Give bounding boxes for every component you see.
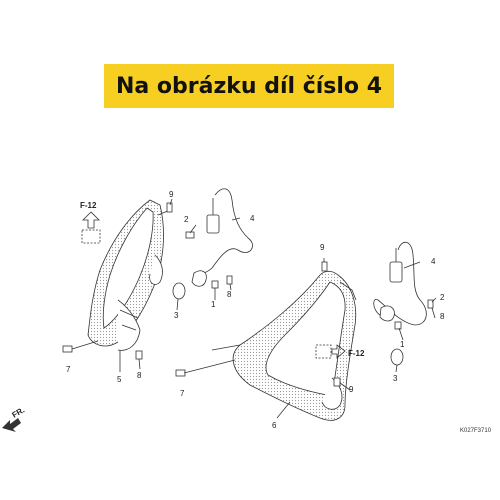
- right-screw-9: [321, 261, 328, 272]
- right-label-6: 6: [272, 421, 277, 430]
- left-screw-2: [185, 231, 195, 239]
- left-label-7: 7: [66, 365, 71, 374]
- left-label-3: 3: [174, 311, 179, 320]
- right-grommet-1: [394, 321, 402, 330]
- right-label-9b: 9: [349, 385, 354, 394]
- right-label-4: 4: [431, 257, 436, 266]
- left-label-4: 4: [250, 214, 255, 223]
- up-arrow-icon: [82, 211, 100, 229]
- left-wire-harness: [195, 188, 253, 283]
- right-screw-9b: [333, 377, 341, 387]
- right-wire-harness: [373, 241, 427, 326]
- title-banner: Na obrázku díl číslo 4: [104, 64, 394, 108]
- right-lamp-lens: [265, 281, 346, 397]
- right-label-9: 9: [320, 243, 325, 252]
- left-bulb-socket-3: [172, 282, 186, 300]
- left-ref-label: F-12: [80, 201, 97, 210]
- right-connector-4: [389, 261, 403, 283]
- right-label-1: 1: [400, 340, 405, 349]
- right-label-7: 7: [180, 389, 185, 398]
- right-bulb-socket-3: [390, 348, 404, 366]
- drawing-code: K027F3710: [460, 428, 492, 434]
- front-direction-marker: FR.: [2, 405, 26, 432]
- left-label-8b: 8: [137, 371, 142, 380]
- right-label-2: 2: [440, 293, 445, 302]
- front-label: FR.: [11, 405, 27, 419]
- left-reference-marker: F-12: [80, 201, 101, 244]
- left-label-2: 2: [184, 215, 189, 224]
- right-socket-2: [379, 305, 395, 322]
- left-socket-2: [191, 270, 207, 287]
- left-lamp-lens: [102, 207, 154, 329]
- left-screw-9: [166, 202, 173, 213]
- banner-text: Na obrázku díl číslo 4: [115, 73, 383, 99]
- right-ref-label: F-12: [348, 349, 365, 358]
- left-screw-8b: [135, 350, 143, 360]
- right-label-3: 3: [393, 374, 398, 383]
- right-turn-signal-assembly: [175, 241, 437, 421]
- right-arrow-icon: [331, 344, 346, 359]
- left-connector-4: [206, 214, 220, 234]
- left-label-8: 8: [227, 290, 232, 299]
- left-label-1: 1: [211, 300, 216, 309]
- left-label-5: 5: [117, 375, 122, 384]
- left-grommet-1: [211, 280, 219, 289]
- left-turn-signal-assembly: [62, 188, 253, 372]
- left-clip-8: [226, 275, 233, 285]
- right-clip-8: [427, 299, 434, 309]
- left-screw-7: [62, 345, 73, 353]
- right-label-8: 8: [440, 312, 445, 321]
- front-arrow-icon: [2, 418, 21, 432]
- right-reference-marker: F-12: [315, 344, 365, 359]
- right-screw-7: [175, 369, 186, 377]
- left-label-9: 9: [169, 190, 174, 199]
